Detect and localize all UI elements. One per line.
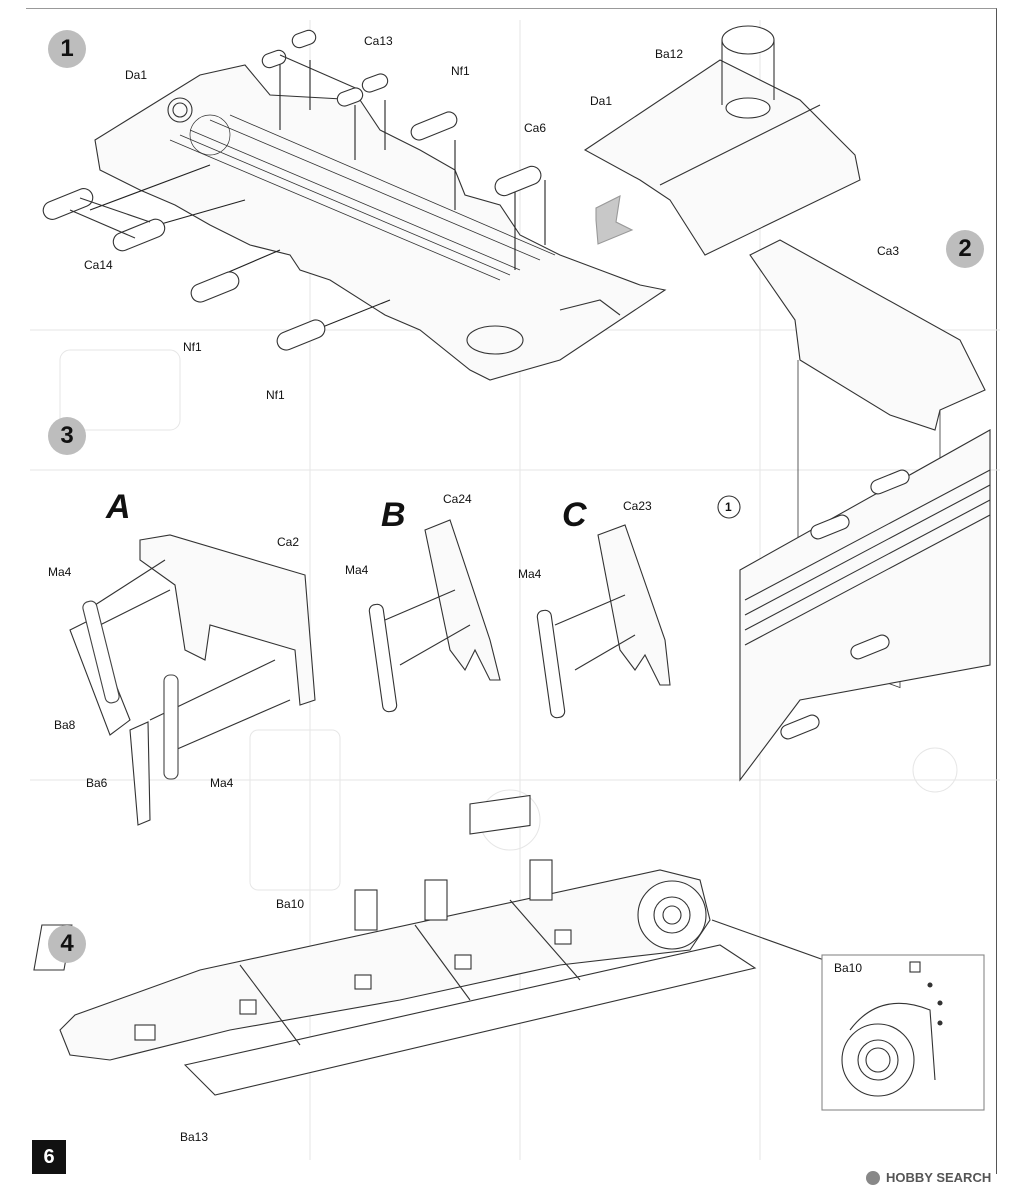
- step3-variant-c: [536, 524, 671, 719]
- label-ca3: Ca3: [877, 244, 900, 258]
- step1-hull-floor: [42, 29, 667, 381]
- label-ba13: Ba13: [180, 1130, 209, 1144]
- step-1-badge: 1: [48, 30, 86, 68]
- step3-variant-b: [368, 519, 501, 713]
- page-frame: [26, 8, 997, 1174]
- label-ca2: Ca2: [277, 535, 300, 549]
- label-ma4-b: Ma4: [345, 563, 369, 577]
- label-ba6: Ba6: [86, 776, 108, 790]
- variant-c-letter: C: [562, 496, 587, 534]
- label-ca6: Ca6: [524, 121, 547, 135]
- label-nf1-bottom: Nf1: [266, 388, 285, 402]
- step-3-badge: 3: [48, 417, 86, 455]
- step2-assembly: [717, 239, 991, 782]
- label-ma4-c: Ma4: [518, 567, 542, 581]
- label-nf1-top: Nf1: [451, 64, 470, 78]
- step-4-badge: 4: [48, 925, 86, 963]
- variant-b-letter: B: [381, 496, 406, 534]
- watermark-text: HOBBY SEARCH: [886, 1170, 992, 1185]
- step-2-badge: 2: [946, 230, 984, 268]
- step4-hull-side: [33, 794, 985, 1111]
- label-ba8: Ba8: [54, 718, 76, 732]
- variant-a-letter: A: [106, 488, 131, 526]
- label-ca14: Ca14: [84, 258, 113, 272]
- page-number: 6: [32, 1140, 66, 1174]
- label-da1-right: Da1: [590, 94, 613, 108]
- step3-variant-a: [69, 534, 316, 826]
- label-ba10: Ba10: [276, 897, 305, 911]
- label-da1-left: Da1: [125, 68, 148, 82]
- label-nf1-mid: Nf1: [183, 340, 202, 354]
- label-ca13: Ca13: [364, 34, 393, 48]
- label-ma4-a-top: Ma4: [48, 565, 72, 579]
- label-ca24: Ca24: [443, 492, 472, 506]
- label-ba10-detail: Ba10: [834, 961, 863, 975]
- watermark-logo-icon: [866, 1170, 880, 1185]
- label-ma4-a-bottom: Ma4: [210, 776, 234, 790]
- step1-inset-da1: [583, 25, 861, 256]
- watermark: HOBBY SEARCH: [866, 1170, 991, 1185]
- label-ba12: Ba12: [655, 47, 684, 61]
- label-ca23: Ca23: [623, 499, 652, 513]
- step-1-reference: 1: [725, 500, 732, 514]
